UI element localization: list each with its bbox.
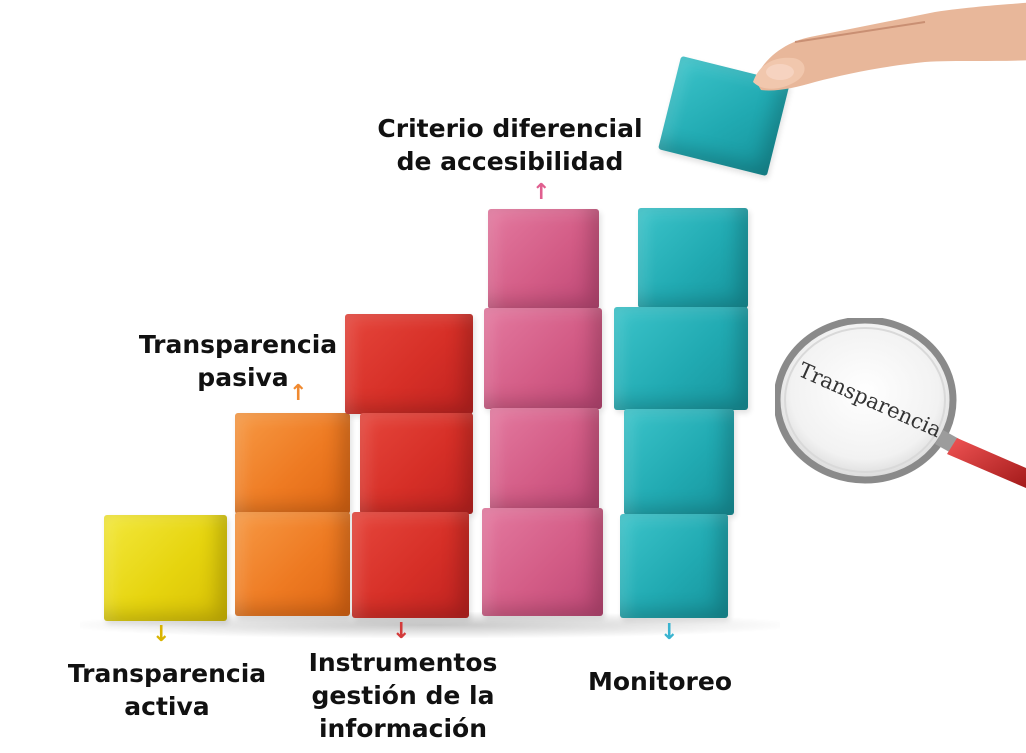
red-block-middle	[360, 413, 473, 514]
teal-block-1	[638, 208, 748, 308]
arrow-down-yellow-icon: ↓	[152, 622, 171, 647]
arrow-up-pink-icon: ↑	[532, 180, 551, 205]
teal-block-4	[620, 514, 728, 618]
magnifying-glass-icon	[775, 318, 1026, 488]
label-activa-line2: activa	[124, 692, 210, 721]
label-criterio-diferencial: Criterio diferencial de accesibilidad	[360, 112, 660, 178]
orange-block-top	[235, 413, 350, 514]
label-instrumentos-line2: gestión de la	[311, 681, 495, 710]
label-instrumentos: Instrumentos gestión de la información	[298, 646, 508, 745]
red-block-bottom	[352, 512, 469, 618]
hand-illustration	[753, 2, 1026, 91]
label-criterio-line2: de accesibilidad	[396, 147, 624, 176]
orange-block-bottom	[235, 512, 350, 616]
teal-block-3	[624, 409, 734, 515]
pink-block-4	[482, 508, 603, 616]
pink-block-1	[488, 209, 599, 309]
yellow-block	[104, 515, 227, 621]
pink-block-2	[484, 308, 602, 409]
label-criterio-line1: Criterio diferencial	[377, 114, 643, 143]
teal-block-2	[614, 307, 748, 410]
label-instrumentos-line1: Instrumentos	[308, 648, 498, 677]
label-activa-line1: Transparencia	[67, 659, 267, 688]
label-pasiva-line2: pasiva	[197, 363, 289, 392]
label-transparencia-activa: Transparencia activa	[52, 657, 282, 723]
pink-block-3	[490, 408, 599, 510]
label-transparencia-pasiva: Transparencia pasiva	[128, 328, 348, 394]
label-monitoreo-text: Monitoreo	[587, 667, 732, 696]
label-instrumentos-line3: información	[318, 714, 488, 743]
red-block-top	[345, 314, 473, 414]
arrow-down-teal-icon: ↓	[660, 620, 679, 645]
label-monitoreo: Monitoreo	[560, 665, 760, 698]
label-pasiva-line1: Transparencia	[138, 330, 338, 359]
arrow-down-red-icon: ↓	[392, 619, 411, 644]
arrow-up-orange-icon: ↑	[289, 381, 308, 406]
